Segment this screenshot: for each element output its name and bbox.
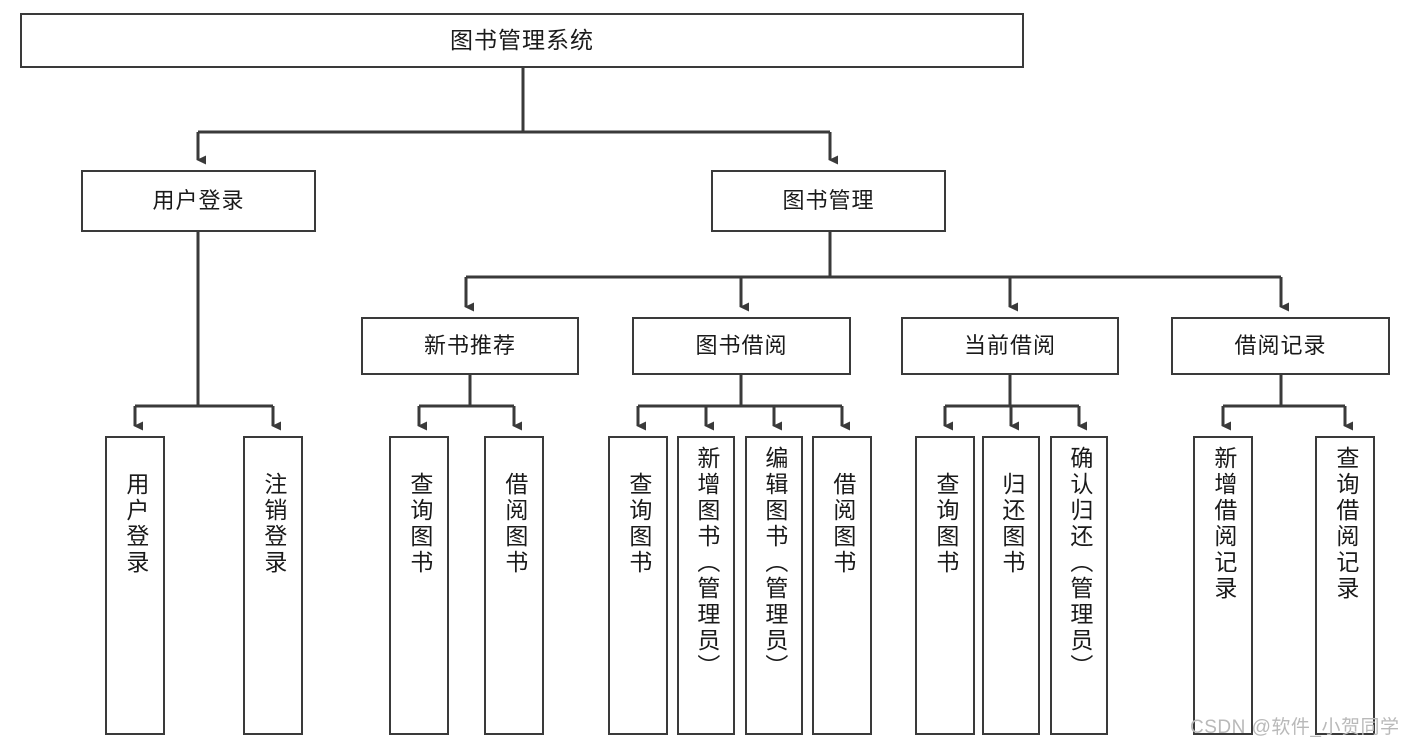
node-label: 编辑图书（管理员） bbox=[761, 446, 788, 680]
node-label: 借阅图书 bbox=[829, 472, 856, 576]
leaf-borrow-borrow-book[interactable]: 借阅图书 bbox=[812, 436, 872, 735]
leaf-borrow-add-book-admin[interactable]: 新增图书（管理员） bbox=[677, 436, 735, 735]
leaf-record-query-record[interactable]: 查询借阅记录 bbox=[1315, 436, 1375, 735]
leaf-user-login-login[interactable]: 用户登录 bbox=[105, 436, 165, 735]
node-new-book-recommend[interactable]: 新书推荐 bbox=[361, 317, 579, 375]
node-label: 归还图书 bbox=[998, 472, 1025, 576]
node-book-management-system[interactable]: 图书管理系统 bbox=[20, 13, 1024, 68]
node-label: 查询图书 bbox=[406, 472, 433, 576]
leaf-recommend-borrow-book[interactable]: 借阅图书 bbox=[484, 436, 544, 735]
node-label: 新书推荐 bbox=[423, 333, 516, 359]
csdn-watermark: CSDN @软件_小贺同学 bbox=[1190, 717, 1400, 738]
node-label: 查询图书 bbox=[625, 472, 652, 576]
node-label: 借阅图书 bbox=[501, 472, 528, 576]
node-label: 图书借阅 bbox=[695, 333, 788, 359]
node-book-management[interactable]: 图书管理 bbox=[711, 170, 946, 232]
leaf-record-add-record[interactable]: 新增借阅记录 bbox=[1193, 436, 1253, 735]
node-label: 新增图书（管理员） bbox=[693, 446, 720, 680]
node-current-borrow[interactable]: 当前借阅 bbox=[901, 317, 1119, 375]
node-label: 查询借阅记录 bbox=[1332, 446, 1359, 602]
leaf-current-confirm-return-admin[interactable]: 确认归还（管理员） bbox=[1050, 436, 1108, 735]
node-label: 当前借阅 bbox=[963, 333, 1056, 359]
leaf-current-query-book[interactable]: 查询图书 bbox=[915, 436, 975, 735]
node-label: 注销登录 bbox=[260, 472, 287, 576]
leaf-borrow-query-book[interactable]: 查询图书 bbox=[608, 436, 668, 735]
node-label: 确认归还（管理员） bbox=[1066, 446, 1093, 680]
node-label: 查询图书 bbox=[932, 472, 959, 576]
node-label: 图书管理系统 bbox=[450, 26, 594, 53]
leaf-current-return-book[interactable]: 归还图书 bbox=[982, 436, 1040, 735]
node-borrow-record[interactable]: 借阅记录 bbox=[1171, 317, 1390, 375]
leaf-borrow-edit-book-admin[interactable]: 编辑图书（管理员） bbox=[745, 436, 803, 735]
leaf-user-login-logout[interactable]: 注销登录 bbox=[243, 436, 303, 735]
node-label: 新增借阅记录 bbox=[1210, 446, 1237, 602]
leaf-recommend-query-book[interactable]: 查询图书 bbox=[389, 436, 449, 735]
node-label: 图书管理 bbox=[782, 188, 875, 214]
node-book-borrow[interactable]: 图书借阅 bbox=[632, 317, 851, 375]
node-user-login[interactable]: 用户登录 bbox=[81, 170, 316, 232]
node-label: 用户登录 bbox=[122, 472, 149, 576]
node-label: 用户登录 bbox=[152, 188, 245, 214]
node-label: 借阅记录 bbox=[1234, 333, 1327, 359]
